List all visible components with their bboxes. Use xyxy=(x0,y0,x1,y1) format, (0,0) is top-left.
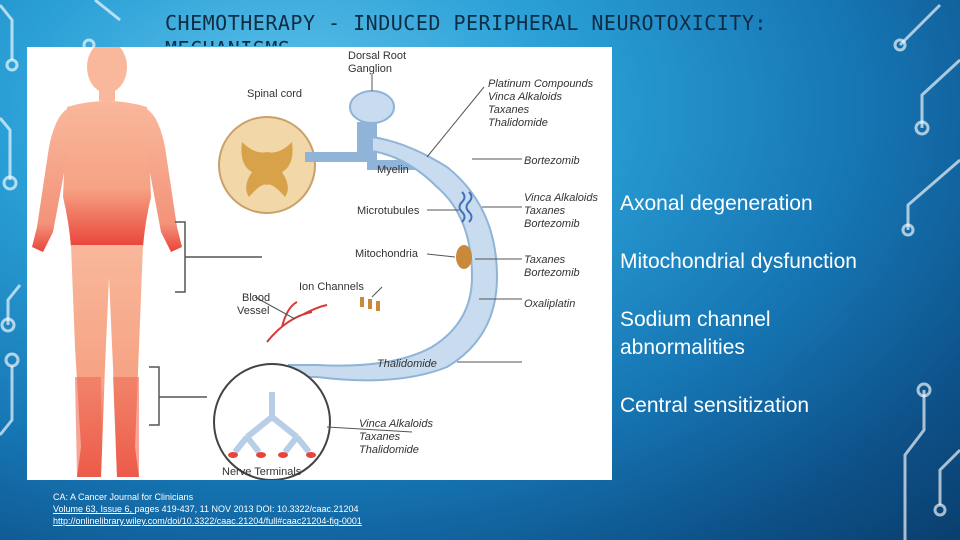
drug-label: Oxaliplatin xyxy=(524,298,575,310)
drug-label: Bortezomib xyxy=(524,218,580,230)
mechanism-item: Sodium channel abnormalities xyxy=(620,308,771,359)
citation-pages: pages 419-437, 11 NOV 2013 DOI: 10.3322/… xyxy=(134,504,359,514)
citation-details: Volume 63, Issue 6, pages 419-437, 11 NO… xyxy=(53,503,473,515)
spinal-cord xyxy=(218,116,316,214)
citation-volume-link[interactable]: Volume 63, Issue 6, xyxy=(53,504,135,514)
mechanism-item: Mitochondrial dysfunction xyxy=(620,250,857,273)
dorsal-root-label: Dorsal Root xyxy=(348,50,406,62)
drug-label: Taxanes xyxy=(524,254,566,266)
page-title: CHEMOTHERAPY - INDUCED PERIPHERAL NEUROT… xyxy=(165,11,767,46)
mitochondria-icon xyxy=(456,245,472,269)
drug-label: Vinca Alkaloids xyxy=(488,91,562,103)
ganglion-label: Ganglion xyxy=(348,63,392,75)
drug-label: Vinca Alkaloids xyxy=(524,192,598,204)
leader-lines xyxy=(254,75,522,433)
microtubules-icon xyxy=(458,191,473,223)
drug-label: Taxanes xyxy=(359,431,401,443)
myelin-label: Myelin xyxy=(377,164,409,176)
drug-label: Platinum Compounds xyxy=(488,78,594,90)
human-body-figure xyxy=(32,47,182,477)
ion-channels-icon xyxy=(360,297,380,311)
ion-channels-label: Ion Channels xyxy=(299,281,364,293)
nerve-terminals-circle xyxy=(213,363,331,480)
neurotoxicity-figure: Dorsal Root Ganglion Spinal cord Myelin … xyxy=(27,47,612,480)
drug-label: Taxanes xyxy=(524,205,566,217)
drug-label: Bortezomib xyxy=(524,155,580,167)
drug-label: Thalidomide xyxy=(488,117,548,129)
blood-label: Blood xyxy=(242,292,270,304)
citation-url: http://onlinelibrary.wiley.com/doi/10.33… xyxy=(53,515,473,527)
drug-label: Thalidomide xyxy=(359,444,419,456)
drug-label: Thalidomide xyxy=(377,358,437,370)
drug-label: Vinca Alkaloids xyxy=(359,418,433,430)
figure-svg: Dorsal Root Ganglion Spinal cord Myelin … xyxy=(32,47,598,480)
citation-url-link[interactable]: http://onlinelibrary.wiley.com/doi/10.33… xyxy=(53,516,362,526)
vessel-label: Vessel xyxy=(237,305,269,317)
microtubules-label: Microtubules xyxy=(357,205,420,217)
drug-label: Taxanes xyxy=(488,104,530,116)
spinal-cord-label: Spinal cord xyxy=(247,88,302,100)
nerve-terminals-label: Nerve Terminals xyxy=(222,466,302,478)
citation: CA: A Cancer Journal for Clinicians Volu… xyxy=(53,491,473,527)
mitochondria-label: Mitochondria xyxy=(355,248,419,260)
body-brackets xyxy=(149,221,262,426)
mechanism-item: Central sensitization xyxy=(620,394,810,417)
citation-journal: CA: A Cancer Journal for Clinicians xyxy=(53,492,194,502)
blood-vessel-icon xyxy=(266,301,328,343)
mechanism-item: Axonal degeneration xyxy=(620,192,813,215)
drug-label: Bortezomib xyxy=(524,267,580,279)
